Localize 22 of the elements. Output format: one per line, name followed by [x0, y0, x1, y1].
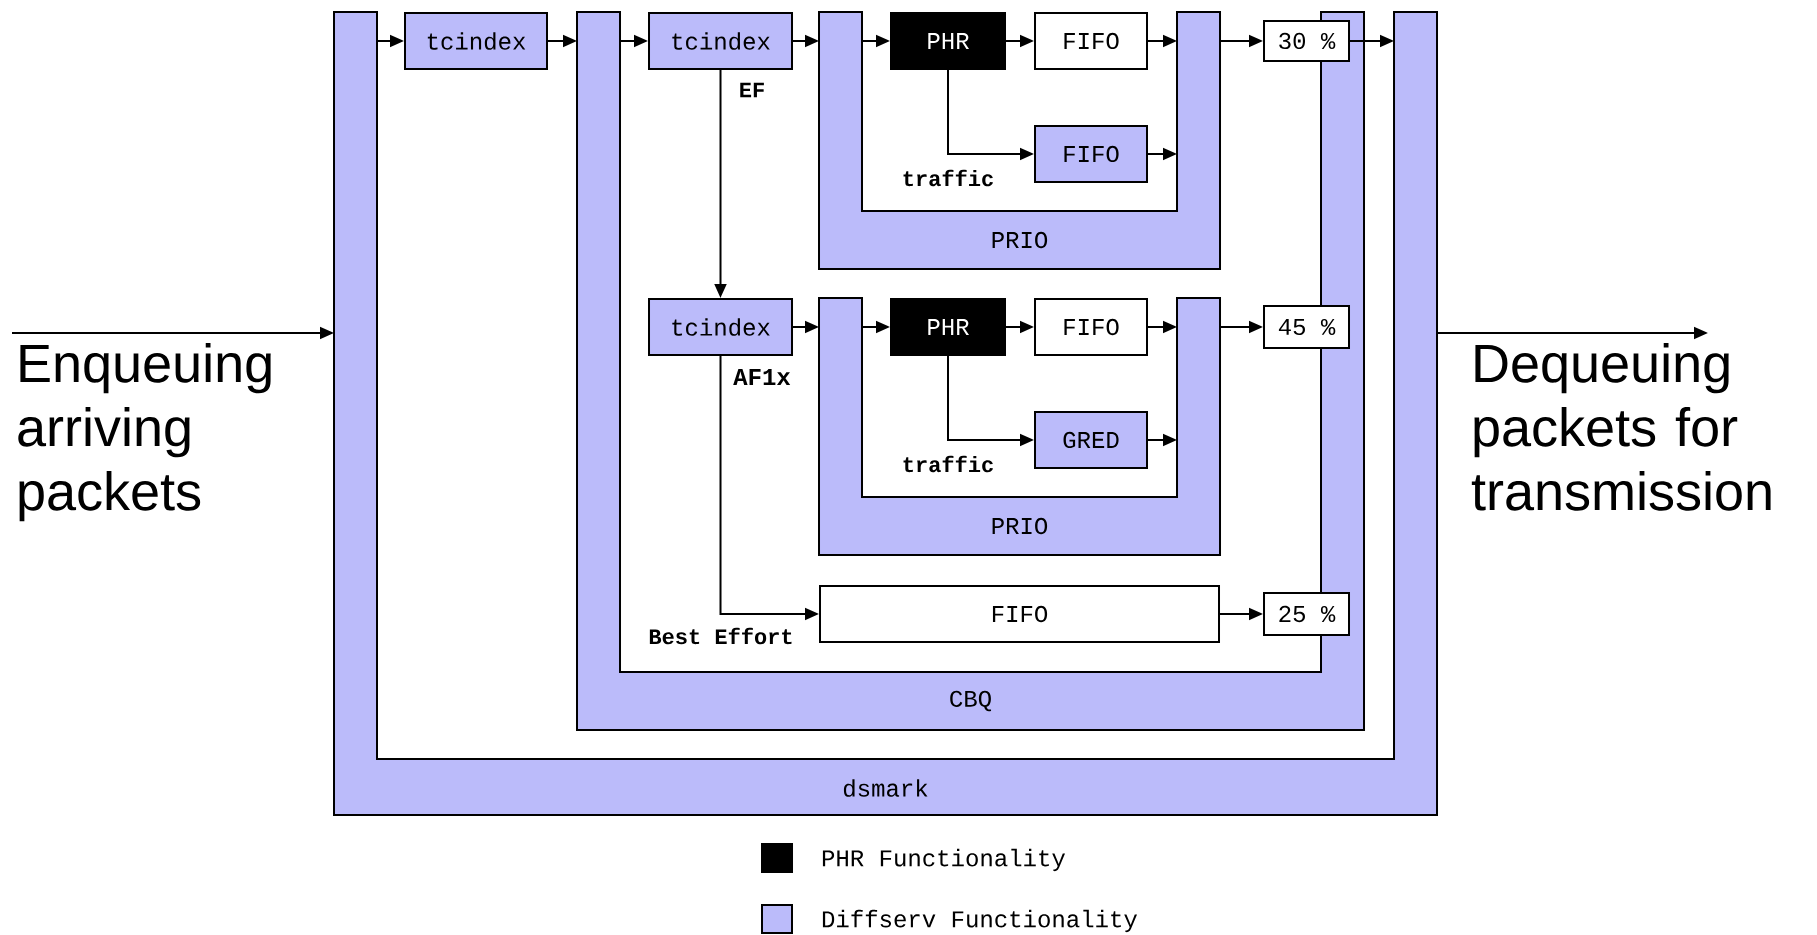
- queue-box: tcindex: [648, 298, 793, 356]
- edge-label: Best Effort: [646, 625, 796, 647]
- percentage-box: 45 %: [1263, 305, 1350, 349]
- label-text: AF1x: [733, 369, 791, 385]
- legend-text: PHR Functionality: [822, 848, 1065, 872]
- queue-box: FIFO: [819, 585, 1220, 643]
- queue-box: PHR: [890, 12, 1006, 70]
- edge-label: traffic: [899, 453, 997, 475]
- queue-box: FIFO: [1034, 125, 1148, 183]
- percentage-box: 25 %: [1263, 592, 1350, 636]
- percentage-box: 30 %: [1263, 20, 1350, 62]
- queue-box: GRED: [1034, 411, 1148, 469]
- queue-box: tcindex: [404, 12, 548, 70]
- caption-text: Dequeuing packets for transmission: [1471, 343, 1771, 511]
- legend-text: Diffserv Functionality: [822, 909, 1137, 933]
- queue-box: FIFO: [1034, 12, 1148, 70]
- caption-text: Enqueuing arriving packets: [18, 343, 271, 522]
- queue-box: PHR: [890, 298, 1006, 356]
- edge-label: EF: [736, 80, 768, 100]
- queue-box: tcindex: [648, 12, 793, 70]
- queue-box: FIFO: [1034, 298, 1148, 356]
- edge-label: traffic: [899, 167, 997, 189]
